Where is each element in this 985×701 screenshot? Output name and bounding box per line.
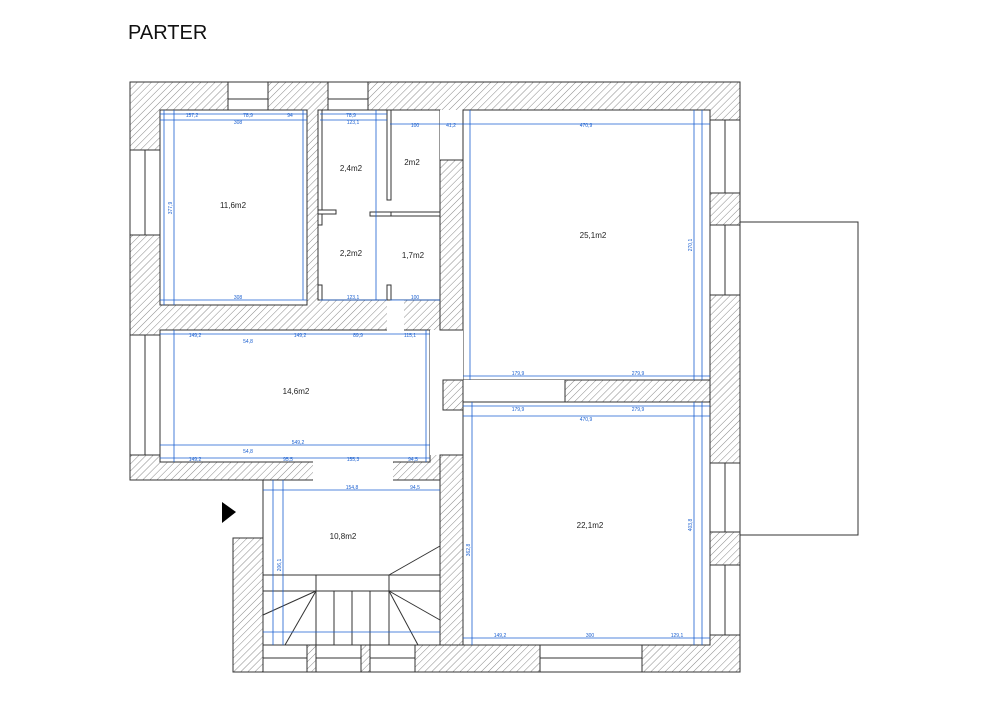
dim-label: 95,5 [283,457,293,463]
interior-wall [439,159,464,331]
dim-label: 100 [411,295,420,301]
terrace-outline [739,221,859,536]
dim-label: 78,9 [243,113,253,119]
dim-label: 54,8 [243,339,253,345]
pillar [442,379,464,411]
dim-label: 155,3 [347,457,360,463]
dim-label: 549,2 [292,440,305,446]
entrance-arrow-icon [222,502,236,523]
room-area-label: 11,6m2 [220,201,247,210]
dimension-labels: 157,2 78,9 94 308 123,1 78,9 100 41,2 47… [168,113,694,639]
dim-label: 94,5 [410,485,420,491]
dim-label: 206,1 [277,559,283,572]
dim-label: 94,5 [408,457,418,463]
dim-label: 179,9 [512,371,525,377]
dim-label: 403,8 [688,519,694,532]
dim-label: 279,9 [632,407,645,413]
dim-label: 41,2 [446,123,456,129]
dim-label: 308 [234,120,243,126]
dim-label: 377,9 [168,202,174,215]
partitions [317,109,441,301]
dim-label: 89,9 [353,333,363,339]
room-area-label: 2,2m2 [340,249,363,258]
room-area-label: 1,7m2 [402,251,425,260]
dim-label: 115,1 [404,333,416,339]
dim-label: 78,9 [346,113,356,119]
floor-title: PARTER [128,22,208,44]
dim-label: 123,1 [347,120,360,126]
room-area-label: 22,1m2 [577,521,604,530]
windows [129,81,741,673]
dim-label: 129,1 [671,633,684,639]
dimension-lines [160,110,710,645]
dim-label: 54,8 [243,449,253,455]
dim-label: 179,9 [512,407,525,413]
dim-label: 149,2 [189,333,202,339]
interior-wall [439,454,464,646]
dim-label: 300 [586,633,595,639]
room-interiors [159,109,711,646]
dim-label: 279,9 [632,371,645,377]
room-area-label: 25,1m2 [580,231,607,240]
dim-label: 94 [287,113,293,119]
dim-label: 470,9 [580,123,593,129]
dim-label: 123,1 [347,295,360,301]
staircase [262,545,441,646]
dim-label: 149,2 [189,457,202,463]
dim-label: 308 [234,295,243,301]
room-area-label: 2,4m2 [340,164,363,173]
room-area-label: 2m2 [404,158,420,167]
dim-label: 154,8 [346,485,359,491]
dim-label: 470,9 [580,417,593,423]
dim-label: 100 [411,123,420,129]
room-area-label: 14,6m2 [283,387,310,396]
room-labels: 11,6m2 2,4m2 2m2 2,2m2 1,7m2 25,1m2 14,6… [220,158,607,541]
dim-label: 270,1 [688,239,694,252]
dim-label: 157,2 [186,113,199,119]
room-area-label: 10,8m2 [330,532,357,541]
interior-wall [564,379,711,403]
dim-label: 149,2 [294,333,307,339]
dim-label: 149,2 [494,633,507,639]
dim-label: 362,8 [466,544,472,557]
